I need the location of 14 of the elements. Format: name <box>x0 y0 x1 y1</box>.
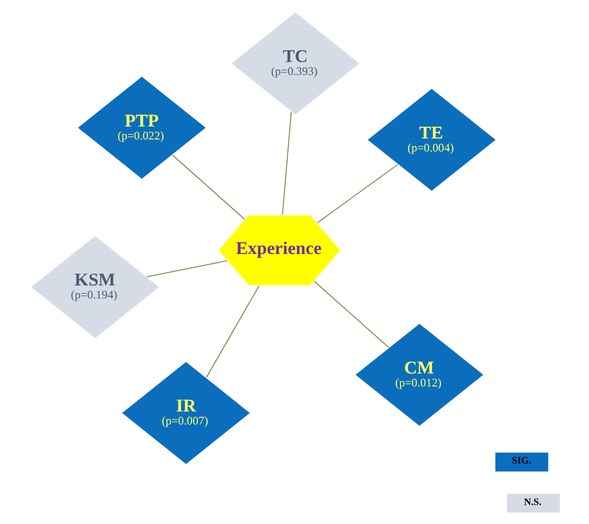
node-diamond: IR (p=0.007) <box>120 360 251 466</box>
node-diamond: KSM (p=0.194) <box>29 234 160 340</box>
legend-label: N.S. <box>523 496 542 508</box>
node-diamond: TC (p=0.393) <box>230 11 360 116</box>
connector <box>172 154 245 220</box>
connector <box>146 260 227 278</box>
connector <box>206 286 259 378</box>
node-diamond: PTP (p=0.022) <box>76 76 207 180</box>
node-diamond: CM (p=0.012) <box>354 322 484 427</box>
connector <box>282 112 292 216</box>
connector <box>316 164 398 224</box>
connector <box>313 280 389 348</box>
node-diamond: TE (p=0.004) <box>366 88 496 192</box>
legend-label: SIG. <box>511 456 531 467</box>
